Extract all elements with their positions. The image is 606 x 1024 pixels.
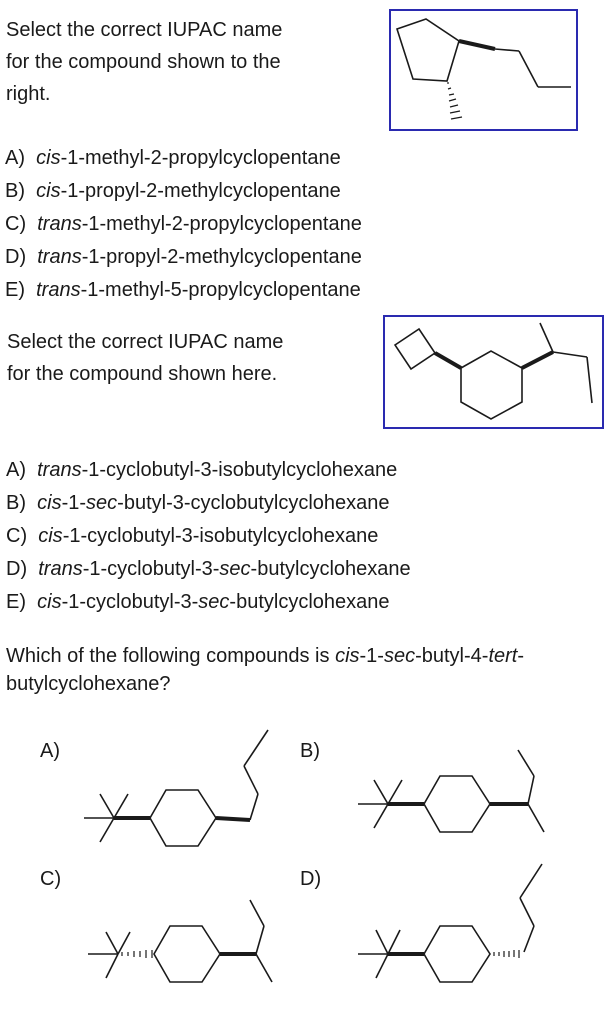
question-1-options: A) cis-1-methyl-2-propylcyclopentane B) … [5, 142, 362, 307]
q1-option-a[interactable]: A) cis-1-methyl-2-propylcyclopentane [5, 147, 341, 169]
q1-option-e[interactable]: E) trans-1-methyl-5-propylcyclopentane [5, 279, 361, 301]
cyclobutyl-cyclohexane-structure-image [393, 322, 593, 420]
question-2-structure-box [383, 315, 604, 429]
question-2-options: A) trans-1-cyclobutyl-3-isobutylcyclohex… [6, 454, 411, 619]
q3-option-b-label[interactable]: B) [300, 740, 320, 762]
q3-option-b-structure[interactable] [352, 746, 552, 846]
q3-option-d-structure[interactable] [352, 854, 552, 994]
question-3-prompt: Which of the following compounds is cis-… [6, 645, 525, 695]
q2-option-a[interactable]: A) trans-1-cyclobutyl-3-isobutylcyclohex… [6, 459, 398, 481]
cyclopentane-structure-image [395, 18, 571, 120]
q1-option-c[interactable]: C) trans-1-methyl-2-propylcyclopentane [5, 213, 362, 235]
q3-option-c-structure[interactable] [82, 886, 282, 996]
q3-option-d-label[interactable]: D) [300, 868, 322, 890]
q1-option-d[interactable]: D) trans-1-propyl-2-methylcyclopentane [5, 246, 362, 268]
q3-option-c-label[interactable]: C) [40, 868, 62, 890]
q2-option-e[interactable]: E) cis-1-cyclobutyl-3-sec-butylcyclohexa… [6, 591, 390, 613]
question-1-structure-box [389, 9, 578, 131]
question-1-prompt: Select the correct IUPAC name for the co… [6, 19, 283, 105]
q2-option-c[interactable]: C) cis-1-cyclobutyl-3-isobutylcyclohexan… [6, 525, 379, 547]
q3-option-a-structure[interactable] [78, 720, 278, 850]
q2-option-d[interactable]: D) trans-1-cyclobutyl-3-sec-butylcyclohe… [6, 558, 411, 580]
q2-option-b[interactable]: B) cis-1-sec-butyl-3-cyclobutylcyclohexa… [6, 492, 390, 514]
question-2-prompt: Select the correct IUPAC name for the co… [7, 331, 284, 385]
q3-option-a-label[interactable]: A) [40, 740, 60, 762]
q1-option-b[interactable]: B) cis-1-propyl-2-methylcyclopentane [5, 180, 341, 202]
